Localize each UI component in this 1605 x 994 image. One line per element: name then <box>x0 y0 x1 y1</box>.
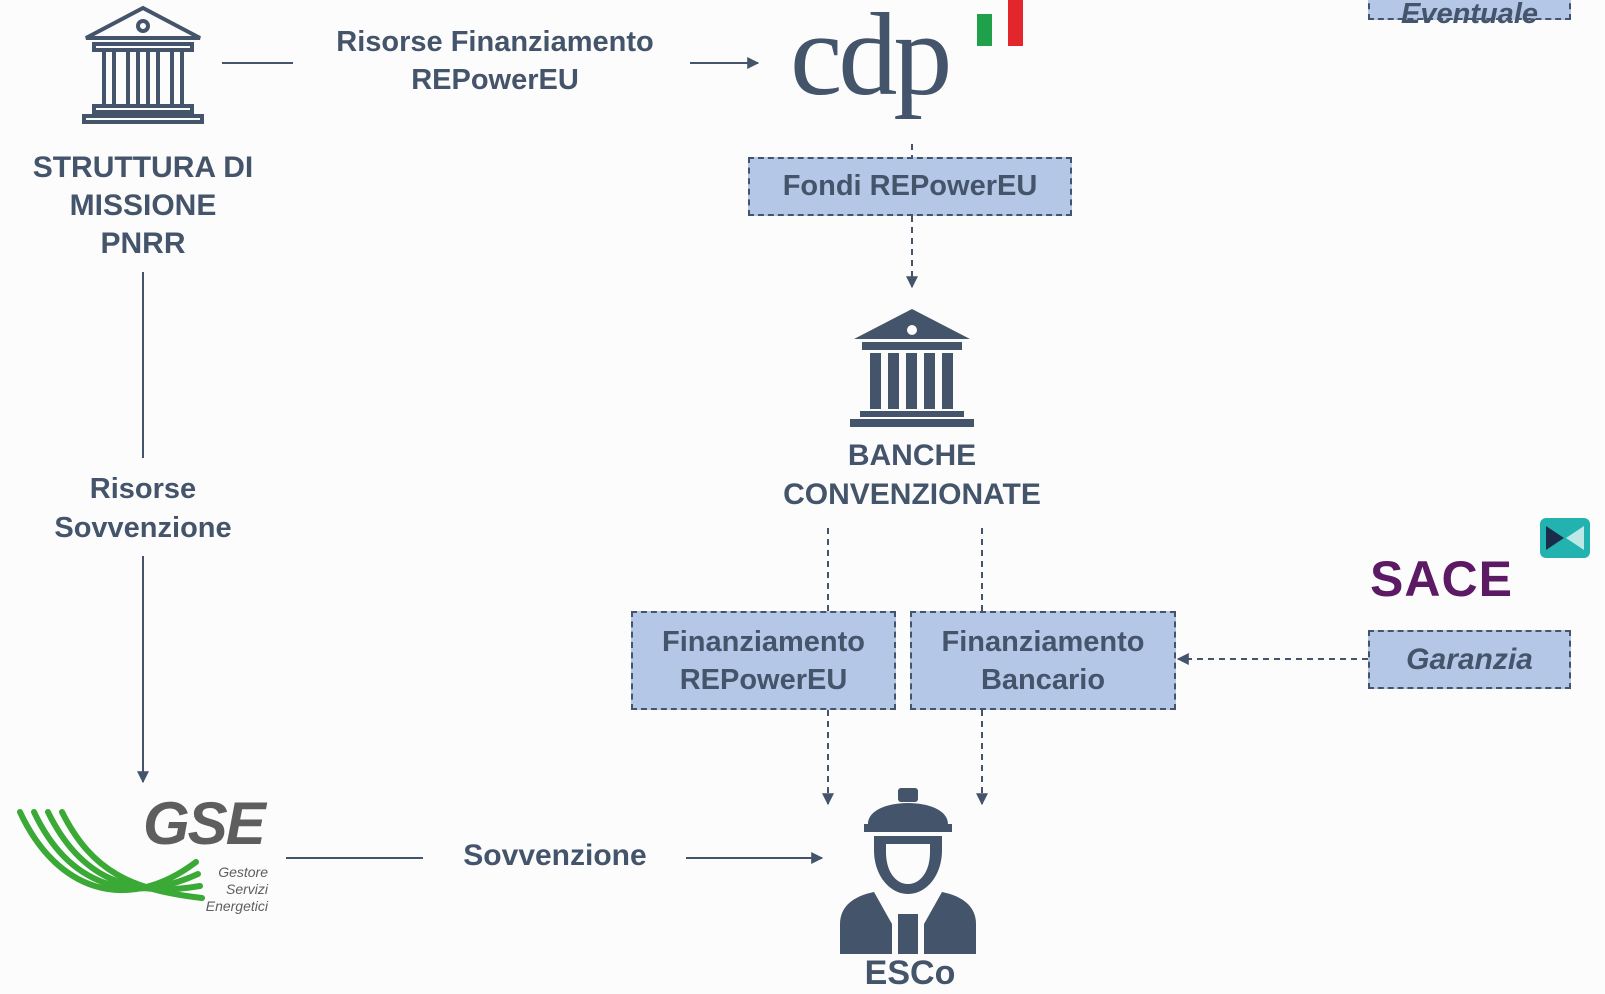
cdp-logo: cdp <box>790 0 1040 140</box>
gse-sub-line-3: Energetici <box>205 898 268 914</box>
pnrr-label: STRUTTURA DI MISSIONE PNRR <box>18 149 268 263</box>
fondi-repowereu-label: Fondi REPowerEU <box>782 170 1038 203</box>
banche-label: BANCHE CONVENZIONATE <box>762 436 1062 514</box>
sace-logo: SACE <box>1370 518 1595 608</box>
italian-flag-icon <box>977 0 1023 46</box>
pnrr-label-line-2: MISSIONE <box>69 189 217 222</box>
esco-label: ESCo <box>820 956 1000 990</box>
gse-sub-line-2: Servizi <box>225 881 268 897</box>
flow-label-risorse-finanziamento: Risorse Finanziamento REPowerEU <box>300 23 690 99</box>
finanziamento-repowereu-box: Finanziamento REPowerEU <box>631 611 896 710</box>
sace-symbol-icon <box>1540 518 1590 558</box>
flow-label-rf-line-2: REPowerEU <box>411 64 579 96</box>
pnrr-label-line-1: STRUTTURA DI <box>32 151 254 184</box>
eventuale-label: Eventuale <box>1401 0 1538 31</box>
fin-bancario-line-2: Bancario <box>980 663 1106 696</box>
fin-repower-line-1: Finanziamento <box>661 625 865 658</box>
esco-label-text: ESCo <box>864 954 956 992</box>
gse-logo-text: GSE <box>143 790 266 857</box>
pnrr-label-line-3: PNRR <box>100 227 186 260</box>
flow-label-rs-line-1: Risorse <box>89 473 197 505</box>
esco-worker-icon <box>840 788 976 954</box>
garanzia-box: Garanzia <box>1368 630 1571 689</box>
banche-building-icon <box>850 309 974 427</box>
cdp-logo-text: cdp <box>790 0 952 120</box>
flow-label-sovvenzione: Sovvenzione <box>440 838 670 874</box>
gse-swoosh-icon <box>17 809 205 901</box>
banche-label-line-2: CONVENZIONATE <box>783 478 1041 511</box>
fondi-repowereu-box: Fondi REPowerEU <box>748 157 1072 216</box>
gse-subtitle: Gestore Servizi Energetici <box>176 864 268 915</box>
flow-label-rf-line-1: Risorse Finanziamento <box>336 26 654 58</box>
fin-repower-line-2: REPowerEU <box>679 663 848 696</box>
flow-label-rs-line-2: Sovvenzione <box>54 512 232 544</box>
sace-logo-text: SACE <box>1370 551 1513 607</box>
flow-label-risorse-sovvenzione: Risorse Sovvenzione <box>23 470 263 548</box>
flow-label-sovvenzione-text: Sovvenzione <box>463 839 647 872</box>
pnrr-building-icon <box>82 5 204 124</box>
finanziamento-bancario-box: Finanziamento Bancario <box>910 611 1176 710</box>
gse-sub-line-1: Gestore <box>218 864 268 880</box>
fin-bancario-line-1: Finanziamento <box>941 625 1145 658</box>
banche-label-line-1: BANCHE <box>847 439 977 472</box>
gse-logo: GSE Gestore Servizi Energetici <box>16 794 276 915</box>
eventuale-box: Eventuale <box>1368 0 1571 30</box>
garanzia-label: Garanzia <box>1406 642 1533 676</box>
